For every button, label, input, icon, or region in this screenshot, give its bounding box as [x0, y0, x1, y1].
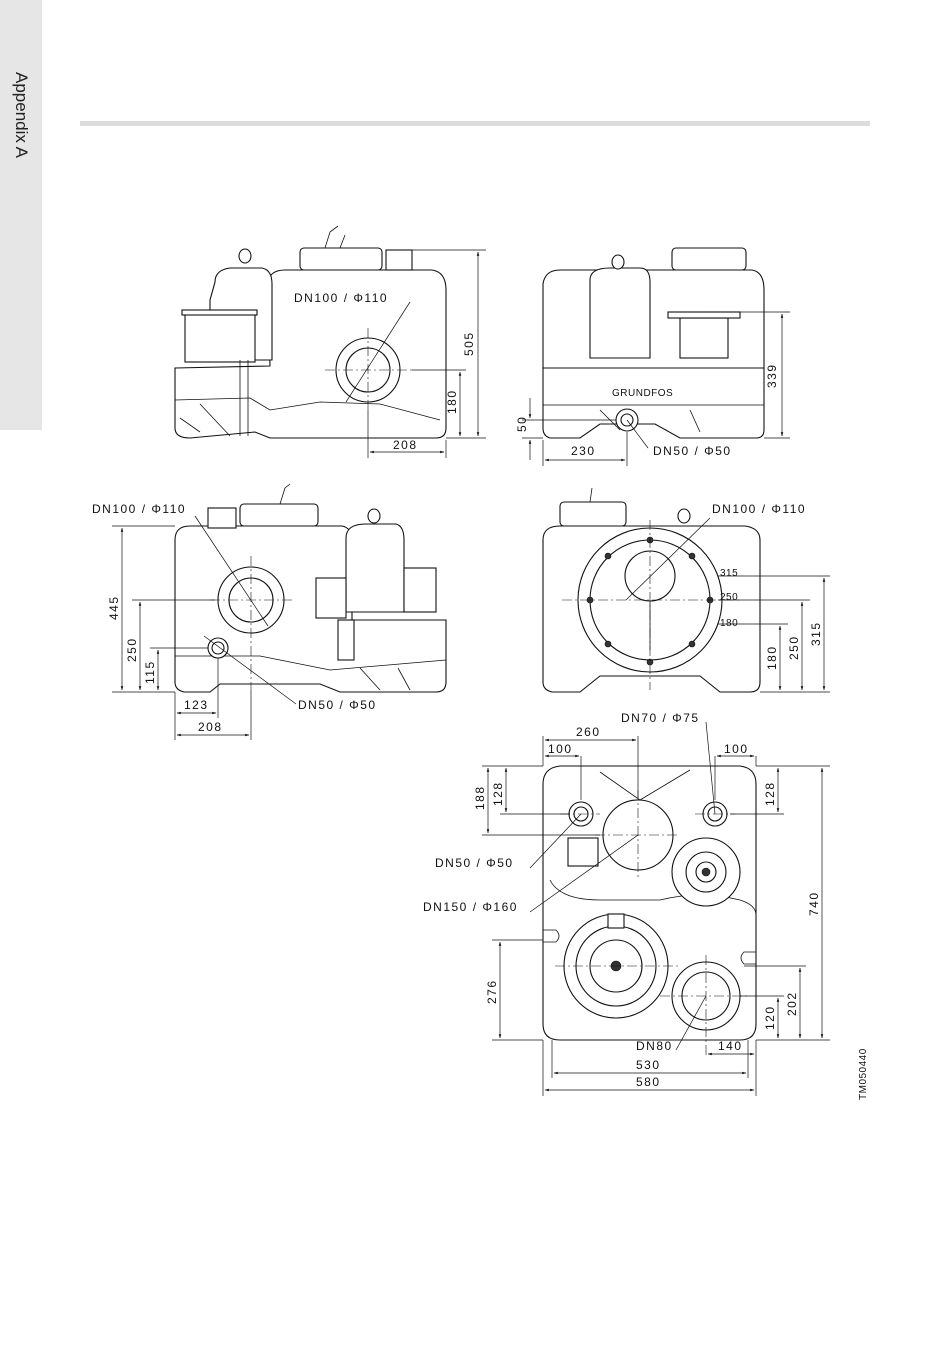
dim-505: 505 — [462, 331, 476, 356]
dim-339: 339 — [765, 363, 779, 388]
view-side-left: DN100 / Φ110 505 180 208 — [175, 226, 486, 458]
dim-100-left: 100 — [548, 742, 573, 756]
dim-260: 260 — [576, 725, 601, 739]
label-dn50: DN50 / Φ50 — [435, 856, 514, 870]
dim-115: 115 — [143, 660, 157, 684]
dim-740: 740 — [807, 891, 821, 916]
inlet-label: DN100 / Φ110 — [294, 291, 388, 305]
inlet-label-back: DN100 / Φ110 — [712, 502, 806, 516]
dim-120: 120 — [763, 1005, 777, 1030]
dim-250-back: 250 — [787, 635, 801, 660]
dim-230: 230 — [571, 444, 596, 458]
dim-250: 250 — [125, 637, 139, 662]
dim-580: 580 — [636, 1075, 661, 1089]
inlet-label-alt: DN100 / Φ110 — [92, 502, 186, 516]
dim-180: 180 — [445, 389, 459, 414]
dim-276: 276 — [485, 979, 499, 1004]
dim-128-left: 128 — [491, 781, 505, 806]
dim-140: 140 — [718, 1039, 743, 1053]
dim-208-alt: 208 — [198, 720, 223, 734]
mark-250: 250 — [720, 592, 738, 603]
label-dn150: DN150 / Φ160 — [423, 900, 518, 914]
brand-mark: GRUNDFOS — [612, 388, 673, 399]
dim-530: 530 — [636, 1058, 661, 1072]
dim-100-right: 100 — [724, 742, 749, 756]
view-side-left-alt: DN100 / Φ110 DN50 / Φ50 445 250 115 123 … — [92, 484, 446, 740]
view-front-right: GRUNDFOS 339 50 230 DN50 / Φ50 — [515, 248, 790, 466]
dim-208: 208 — [393, 438, 418, 452]
label-dn70: DN70 / Φ75 — [621, 711, 700, 725]
dim-128-right: 128 — [763, 781, 777, 806]
mark-180: 180 — [720, 618, 738, 629]
dim-188: 188 — [473, 785, 487, 810]
view-top: DN70 / Φ75 DN50 / Φ50 DN150 / Φ160 DN80 … — [423, 711, 830, 1096]
drawing-id: TM050440 — [858, 1048, 869, 1100]
dim-315: 315 — [809, 621, 823, 646]
dim-50: 50 — [515, 416, 529, 432]
inlet-small-label-alt: DN50 / Φ50 — [298, 698, 377, 712]
outlet-label: DN50 / Φ50 — [653, 444, 732, 458]
label-dn80: DN80 — [636, 1039, 673, 1053]
dim-180-back: 180 — [765, 645, 779, 670]
tank-body-front: GRUNDFOS — [543, 270, 764, 438]
mark-315: 315 — [720, 568, 738, 579]
dim-123: 123 — [184, 698, 209, 712]
top-port-flange — [300, 226, 412, 270]
dim-445: 445 — [107, 595, 121, 620]
cable-box — [568, 838, 598, 866]
flange-top-right — [672, 838, 740, 906]
view-back-right: DN100 / Φ110 315 250 180 315 250 180 — [543, 488, 830, 692]
dim-202: 202 — [785, 991, 799, 1016]
